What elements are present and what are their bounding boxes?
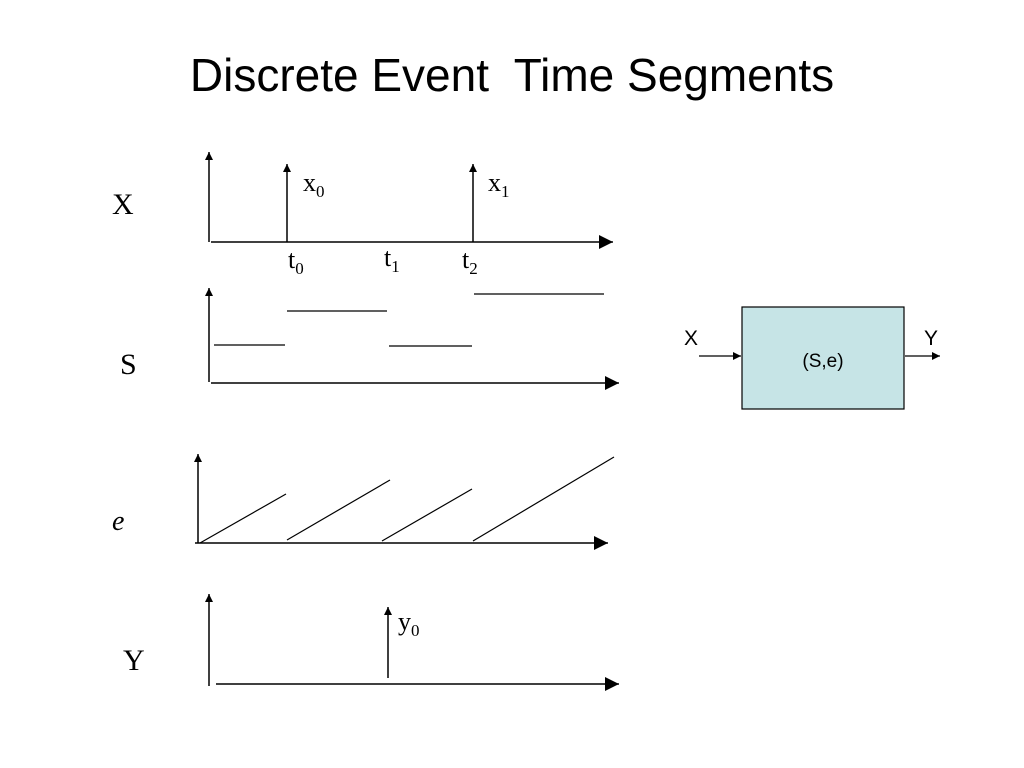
y-row-label: Y xyxy=(123,644,145,677)
y-row: Y y0 xyxy=(123,594,619,691)
elapsed-time-ramp xyxy=(472,456,615,542)
e-row-label: e xyxy=(112,506,124,537)
t1-tick-label: t1 xyxy=(384,243,400,276)
elapsed-time-ramp xyxy=(381,488,473,542)
x0-event-label: x0 xyxy=(303,168,325,201)
x-row: X x0 x1 xyxy=(112,152,613,249)
page-title: Discrete Event Time Segments xyxy=(189,49,835,101)
model-block: (S,e) X Y xyxy=(684,306,940,410)
x-row-label: X xyxy=(112,188,134,221)
elapsed-time-ramp xyxy=(199,493,287,544)
model-block-box xyxy=(741,306,905,410)
t2-tick-label: t2 xyxy=(462,245,478,278)
s-row-label: S xyxy=(120,348,137,381)
s-row: S xyxy=(120,288,619,390)
model-block-label: (S,e) xyxy=(802,351,843,372)
x1-event-label: x1 xyxy=(488,168,510,201)
elapsed-time-ramp xyxy=(286,479,391,541)
e-row: e xyxy=(112,454,615,550)
block-input-label: X xyxy=(684,327,698,350)
t0-tick-label: t0 xyxy=(288,245,304,278)
block-output-label: Y xyxy=(924,327,938,350)
y0-event-label: y0 xyxy=(398,607,420,640)
time-tick-labels: t0 t1 t2 xyxy=(288,243,478,278)
